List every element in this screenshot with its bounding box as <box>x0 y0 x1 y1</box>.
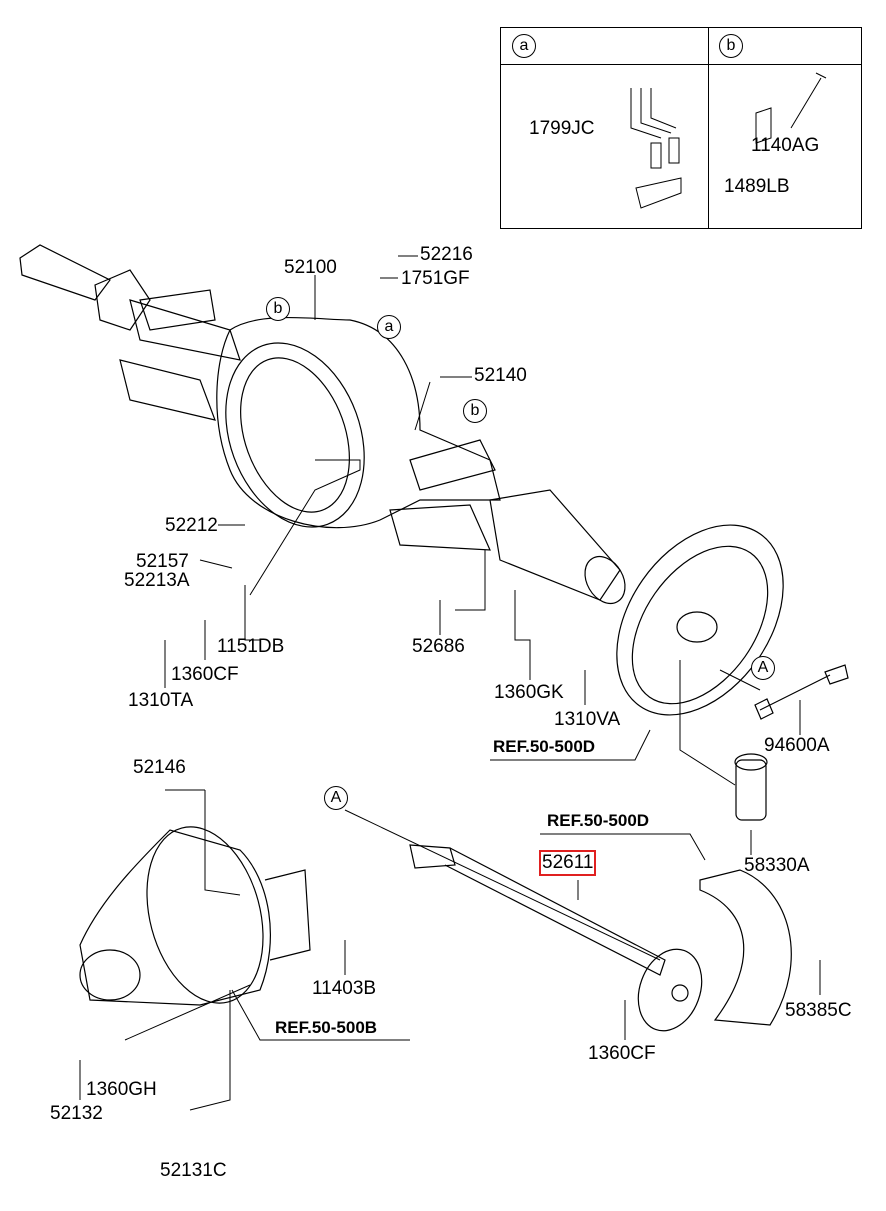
axle-shaft-drawing <box>409 844 703 1032</box>
leader-lines <box>79 255 821 1111</box>
ref-carrier[interactable]: REF.50-500B <box>275 1018 378 1037</box>
callout-A: A <box>324 786 348 810</box>
part-label-52100[interactable]: 52100 <box>284 257 337 278</box>
part-label-94600A[interactable]: 94600A <box>764 735 830 756</box>
part-label-52131C[interactable]: 52131C <box>160 1160 227 1181</box>
part-label-1360GH[interactable]: 1360GH <box>86 1079 157 1100</box>
part-label-1360CF[interactable]: 1360CF <box>171 664 239 685</box>
differential-carrier-drawing <box>79 826 311 1006</box>
callout-b: b <box>463 399 487 423</box>
part-label-1310TA[interactable]: 1310TA <box>128 690 194 711</box>
axle-housing-left-tube <box>19 244 241 421</box>
ref-brake-shoe[interactable]: REF.50-500D <box>547 811 650 830</box>
differential-housing <box>216 316 501 551</box>
part-label-52132[interactable]: 52132 <box>50 1103 103 1124</box>
callout-A: A <box>751 656 775 680</box>
part-label-52146[interactable]: 52146 <box>133 757 186 778</box>
callout-b: b <box>266 297 290 321</box>
part-label-1751GF[interactable]: 1751GF <box>401 268 470 289</box>
legend-divider <box>708 28 709 228</box>
part-label-52686[interactable]: 52686 <box>412 636 465 657</box>
part-label[interactable]: 1140AG <box>751 135 820 156</box>
part-label-52157[interactable]: 52157 <box>136 551 189 572</box>
legend-header <box>501 28 861 65</box>
part-label-1360GK[interactable]: 1360GK <box>494 682 564 703</box>
abs-sensor-drawing <box>754 664 849 720</box>
legend-table: a b 1799JC 1140AG 1489LB <box>500 27 862 229</box>
callout-a: a <box>377 315 401 339</box>
brake-shoe-drawing <box>699 869 792 1026</box>
legend-key-a: a <box>512 34 536 58</box>
axle-housing-right-tube <box>489 489 626 605</box>
part-label-58330A[interactable]: 58330A <box>744 855 810 876</box>
part-label-52212[interactable]: 52212 <box>165 515 218 536</box>
part-label[interactable]: 1489LB <box>724 176 790 197</box>
ref-backing-plate[interactable]: REF.50-500D <box>493 737 596 756</box>
wheel-cylinder <box>734 753 768 821</box>
part-label-52611-highlighted[interactable]: 52611 <box>538 850 597 876</box>
legend-parts-drawing <box>630 72 827 209</box>
part-label-58385C[interactable]: 58385C <box>785 1000 852 1021</box>
part-label-52213A[interactable]: 52213A <box>124 570 190 591</box>
part-label-1360CF[interactable]: 1360CF <box>588 1043 656 1064</box>
part-label-11403B[interactable]: 11403B <box>312 978 377 999</box>
part-label-52216[interactable]: 52216 <box>420 244 473 265</box>
part-label-52140[interactable]: 52140 <box>474 365 527 386</box>
part-label-1151DB[interactable]: 1151DB <box>217 636 285 657</box>
legend-key-b: b <box>719 34 743 58</box>
part-label[interactable]: 1799JC <box>529 118 595 139</box>
part-label-1310VA[interactable]: 1310VA <box>554 709 621 730</box>
